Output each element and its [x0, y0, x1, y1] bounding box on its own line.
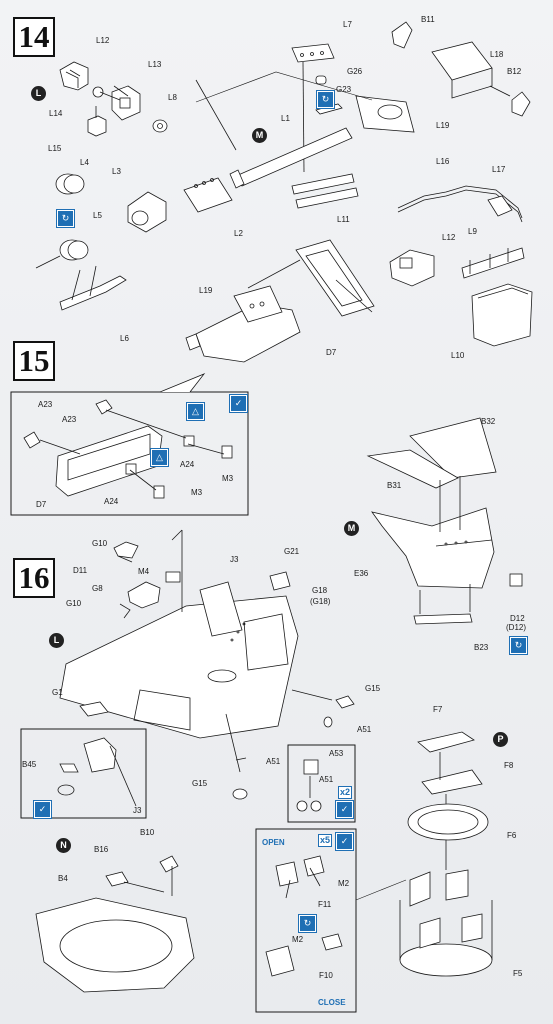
- variant-marker-m: M: [252, 128, 267, 143]
- paint-icon: ✓: [335, 800, 354, 819]
- part-label: L6: [120, 334, 129, 343]
- part-label: G8: [92, 584, 103, 593]
- part-label: B11: [421, 15, 435, 24]
- variant-marker-l: L: [31, 86, 46, 101]
- part-label: L4: [80, 158, 89, 167]
- step15-parts: [23, 399, 233, 499]
- part-label: A51: [266, 757, 281, 766]
- part-label: B4: [58, 874, 68, 883]
- drill-icon: △: [186, 402, 205, 421]
- part-label: L8: [168, 93, 177, 102]
- part-label: M3: [191, 488, 203, 497]
- part-label: D7: [36, 500, 47, 509]
- part-label: L19: [199, 286, 213, 295]
- part-label: F6: [507, 831, 517, 840]
- variant-marker-p: P: [493, 732, 508, 747]
- part-label: G1: [52, 688, 63, 697]
- paint-icon: ✓: [335, 832, 354, 851]
- part-label: A51: [319, 775, 334, 784]
- part-label: L3: [112, 167, 121, 176]
- part-label: M3: [222, 474, 234, 483]
- step-number-15: 15: [13, 341, 55, 381]
- armor-shield-parts: [366, 417, 523, 625]
- part-label: L15: [48, 144, 62, 153]
- part-label: L19: [436, 121, 450, 130]
- part-label: L9: [468, 227, 477, 236]
- part-label: L12: [96, 36, 110, 45]
- part-label: J3: [230, 555, 239, 564]
- part-label: L16: [436, 157, 450, 166]
- flip-icon: ↻: [509, 636, 528, 655]
- flip-icon: ↻: [56, 209, 75, 228]
- part-label: L7: [343, 20, 352, 29]
- part-label: B23: [474, 643, 489, 652]
- flip-icon: ↻: [316, 90, 335, 109]
- part-label: G26: [347, 67, 363, 76]
- part-label: B32: [481, 417, 496, 426]
- part-label: G10: [92, 539, 108, 548]
- part-label: L18: [490, 50, 504, 59]
- part-label: A24: [180, 460, 195, 469]
- part-label: E36: [354, 569, 369, 578]
- multiplier-badge: x5: [318, 834, 333, 847]
- part-label: A53: [329, 749, 344, 758]
- part-label: D12: [510, 614, 525, 623]
- part-label: G23: [336, 85, 352, 94]
- part-label: A24: [104, 497, 119, 506]
- part-label: L5: [93, 211, 102, 220]
- part-label: J3: [133, 806, 142, 815]
- part-label: B45: [22, 760, 37, 769]
- part-label: L17: [492, 165, 506, 174]
- part-label: A23: [62, 415, 77, 424]
- part-label: G18: [312, 586, 328, 595]
- part-label: (D12): [506, 623, 527, 632]
- part-label: L1: [281, 114, 290, 123]
- part-label: G15: [365, 684, 381, 693]
- part-label: L2: [234, 229, 243, 238]
- step16-parts: [20, 529, 493, 1013]
- step14-parts: [35, 21, 533, 363]
- part-label: G10: [66, 599, 82, 608]
- part-label: B12: [507, 67, 522, 76]
- paint-icon: ✓: [33, 800, 52, 819]
- part-label: M2: [338, 879, 350, 888]
- part-label: D11: [73, 566, 88, 575]
- step-number-16: 16: [13, 558, 55, 598]
- variant-marker-l: L: [49, 633, 64, 648]
- part-label: F10: [319, 971, 333, 980]
- part-label: F7: [433, 705, 443, 714]
- flip-icon: ↻: [298, 914, 317, 933]
- step-number-14: 14: [13, 17, 55, 57]
- part-label: F11: [318, 900, 332, 909]
- paint-icon: ✓: [229, 394, 248, 413]
- part-label: B16: [94, 845, 109, 854]
- open-label: OPEN: [262, 838, 285, 847]
- part-label: G21: [284, 547, 300, 556]
- part-label: M2: [292, 935, 304, 944]
- part-label: B10: [140, 828, 155, 837]
- part-label: L10: [451, 351, 465, 360]
- part-label: B31: [387, 481, 402, 490]
- close-label: CLOSE: [318, 998, 346, 1007]
- part-label: L12: [442, 233, 456, 242]
- drill-icon: △: [150, 448, 169, 467]
- part-label: G15: [192, 779, 208, 788]
- part-label: A23: [38, 400, 53, 409]
- multiplier-badge: x2: [338, 786, 353, 799]
- part-label: (G18): [310, 597, 331, 606]
- variant-marker-m: M: [344, 521, 359, 536]
- part-label: D7: [326, 348, 337, 357]
- part-label: F5: [513, 969, 523, 978]
- part-label: L11: [337, 215, 350, 224]
- part-label: A51: [357, 725, 372, 734]
- part-label: L13: [148, 60, 162, 69]
- variant-marker-n: N: [56, 838, 71, 853]
- part-label: L14: [49, 109, 63, 118]
- part-label: F8: [504, 761, 514, 770]
- part-label: M4: [138, 567, 150, 576]
